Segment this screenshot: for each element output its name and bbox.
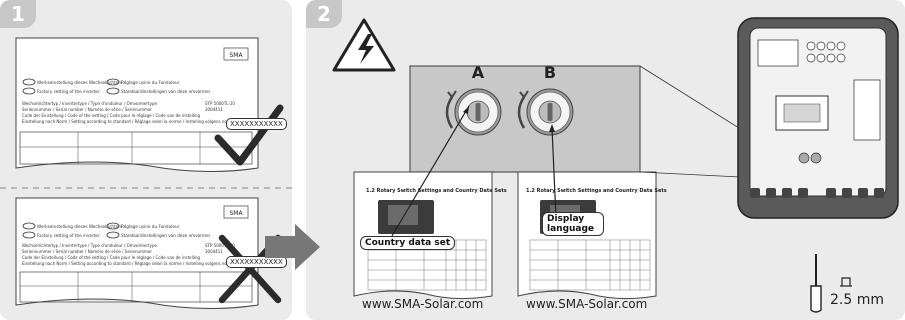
- display-language-callout: Display language: [542, 212, 604, 236]
- step2-badge: 2: [306, 0, 342, 28]
- svg-text:3004411: 3004411: [205, 249, 223, 254]
- serial-number-box: XXXXXXXXXXX: [226, 256, 287, 268]
- svg-text:Standaardinstellingen van deze: Standaardinstellingen van deze omvormer: [121, 89, 211, 94]
- svg-text:Réglage usine du Fonduleur: Réglage usine du Fonduleur: [121, 80, 180, 85]
- right-arrow-icon: [265, 224, 320, 270]
- svg-text:Einstellung nach Norm / Settin: Einstellung nach Norm / Setting accordin…: [22, 119, 232, 124]
- switch-a-label: A: [472, 63, 485, 82]
- svg-text:Werkseinstellung dieses Wechse: Werkseinstellung dieses Wechselrichters: [37, 224, 122, 229]
- svg-text:Werkseinstellung dieses Wechse: Werkseinstellung dieses Wechselrichters: [37, 80, 122, 85]
- rotary-switch-b[interactable]: [517, 88, 574, 136]
- svg-text:Wechselrichtertyp / Inverterty: Wechselrichtertyp / Invertertype / Type …: [22, 101, 157, 106]
- svg-text:1.2 Rotary Switch Settings and: 1.2 Rotary Switch Settings and Country D…: [366, 188, 507, 194]
- type-label-correct: SMA Werkseinstellung dieses Wechselricht…: [15, 37, 259, 173]
- manual-page-country: 1.2 Rotary Switch Settings and Country D…: [353, 105, 507, 300]
- manual-url-2: www.SMA-Solar.com: [526, 297, 648, 311]
- inverter-housing: [737, 17, 899, 219]
- step1-illustration: SMA Werkseinstellung dieses Wechselricht…: [0, 37, 292, 310]
- switch-b-label: B: [544, 63, 556, 82]
- rotary-switch-plate: [409, 65, 641, 173]
- svg-text:Einstellung nach Norm / Settin: Einstellung nach Norm / Setting accordin…: [22, 261, 232, 266]
- type-label-wrong: SMA Werkseinstellung dieses Wechselricht…: [15, 197, 259, 310]
- rotary-switch-a[interactable]: [445, 88, 502, 136]
- svg-text:Standaardinstellingen van deze: Standaardinstellingen van deze omvormer: [121, 233, 211, 238]
- manual-url-1: www.SMA-Solar.com: [362, 297, 484, 311]
- svg-text:1.2 Rotary Switch Settings and: 1.2 Rotary Switch Settings and Country D…: [526, 188, 667, 194]
- svg-text:STP 5000TL-20: STP 5000TL-20: [205, 243, 235, 248]
- svg-text:Factory setting of the inverte: Factory setting of the inverter: [37, 233, 100, 238]
- step2-illustration: A B 1.2 Rotary Switch Settings and Count…: [332, 17, 899, 313]
- svg-text:Code der Einstellung / Code of: Code der Einstellung / Code of the setti…: [22, 255, 201, 260]
- sma-logo: SMA: [229, 210, 243, 217]
- screwdriver-size-label: 2.5 mm: [830, 292, 884, 308]
- svg-text:3004411: 3004411: [205, 107, 223, 112]
- high-voltage-warning-icon: [332, 18, 396, 72]
- screwdriver-icon: [810, 254, 852, 313]
- svg-text:Seriennummer / Serial number /: Seriennummer / Serial number / Numéro de…: [22, 107, 152, 112]
- svg-text:Factory setting of the inverte: Factory setting of the inverter: [37, 89, 100, 94]
- svg-text:Code der Einstellung / Code of: Code der Einstellung / Code of the setti…: [22, 113, 201, 118]
- svg-text:Wechselrichtertyp / Inverterty: Wechselrichtertyp / Invertertype / Type …: [22, 243, 157, 248]
- svg-text:Seriennummer / Serial number /: Seriennummer / Serial number / Numéro de…: [22, 249, 152, 254]
- country-data-set-callout: Country data set: [360, 236, 456, 250]
- svg-text:Réglage usine du Fonduleur: Réglage usine du Fonduleur: [121, 224, 180, 229]
- svg-text:STP 5000TL-20: STP 5000TL-20: [205, 101, 235, 106]
- step1-badge: 1: [0, 0, 36, 28]
- serial-number-box: XXXXXXXXXXX: [226, 118, 287, 130]
- sma-logo: SMA: [229, 52, 243, 59]
